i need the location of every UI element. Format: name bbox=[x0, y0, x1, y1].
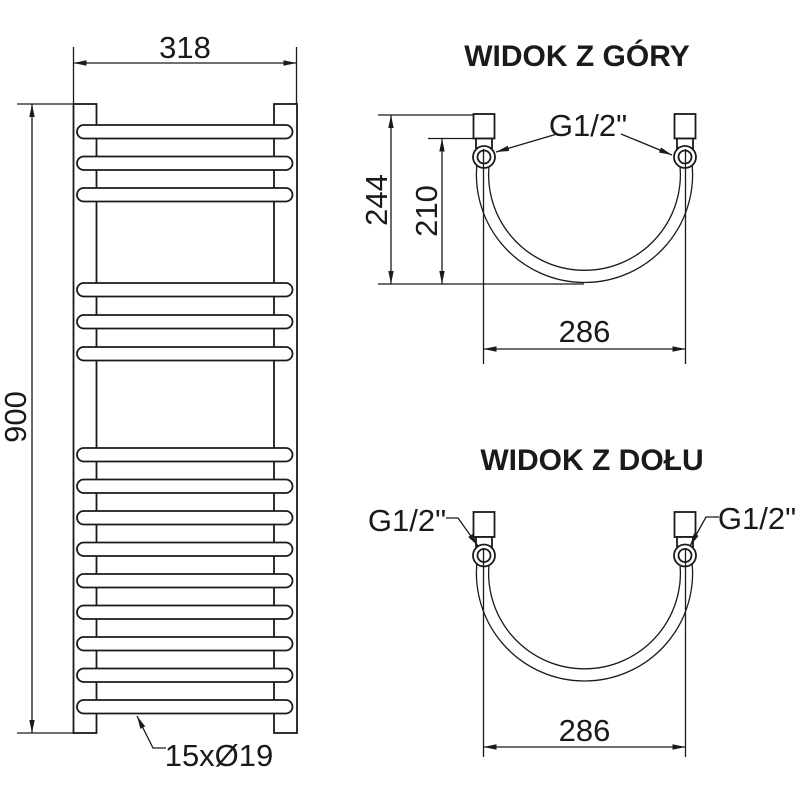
top-view: WIDOK Z GÓRY 244 bbox=[359, 39, 697, 364]
bow-tube bbox=[475, 155, 694, 284]
rung bbox=[76, 541, 294, 557]
dimension-height: 900 bbox=[0, 103, 74, 734]
dimension-depth-pipe: 210 bbox=[409, 137, 479, 284]
thread-label-bottom-left: G1/2" bbox=[368, 503, 481, 548]
rung bbox=[76, 510, 294, 526]
thread-label-bottom-right: G1/2" bbox=[687, 501, 796, 548]
rung bbox=[76, 667, 294, 683]
dimension-spacing-bottom: 286 bbox=[483, 713, 686, 750]
rung bbox=[76, 314, 294, 330]
spacing-value-bottom: 286 bbox=[559, 713, 611, 748]
thread-value-bottom-right: G1/2" bbox=[718, 501, 796, 536]
rung bbox=[76, 124, 294, 140]
bow-tube bbox=[475, 554, 694, 682]
bottom-view: WIDOK Z DOŁU 286 G1/2" G1/ bbox=[368, 444, 796, 757]
rung bbox=[76, 346, 294, 362]
rung bbox=[76, 636, 294, 652]
thread-label-top: G1/2" bbox=[495, 108, 674, 158]
rung bbox=[76, 282, 294, 298]
dimension-depth-total: 244 bbox=[359, 114, 584, 285]
thread-value-bottom-left: G1/2" bbox=[368, 503, 446, 538]
dimension-spacing-top: 286 bbox=[483, 314, 686, 352]
top-view-title: WIDOK Z GÓRY bbox=[464, 39, 690, 73]
rung bbox=[76, 699, 294, 715]
bottom-view-title: WIDOK Z DOŁU bbox=[480, 444, 703, 477]
rung bbox=[76, 478, 294, 494]
width-value: 318 bbox=[159, 30, 211, 65]
bracket-left bbox=[472, 511, 496, 538]
bracket-right bbox=[673, 511, 697, 538]
rung bbox=[76, 604, 294, 620]
rung bbox=[76, 573, 294, 589]
bracket-right bbox=[673, 113, 697, 140]
depth-pipe-value: 210 bbox=[409, 185, 444, 237]
bracket-left bbox=[472, 113, 496, 140]
rung bbox=[76, 447, 294, 463]
depth-total-value: 244 bbox=[359, 174, 394, 226]
rung bbox=[76, 187, 294, 203]
dimension-width: 318 bbox=[72, 30, 298, 104]
rungs-label: 15xØ19 bbox=[134, 714, 274, 773]
rungs-value: 15xØ19 bbox=[165, 738, 274, 773]
height-value: 900 bbox=[0, 391, 33, 443]
front-view: 318 900 15xØ19 bbox=[0, 30, 298, 773]
thread-value-top: G1/2" bbox=[549, 108, 627, 143]
spacing-value-top: 286 bbox=[559, 314, 611, 349]
rung bbox=[76, 155, 294, 171]
